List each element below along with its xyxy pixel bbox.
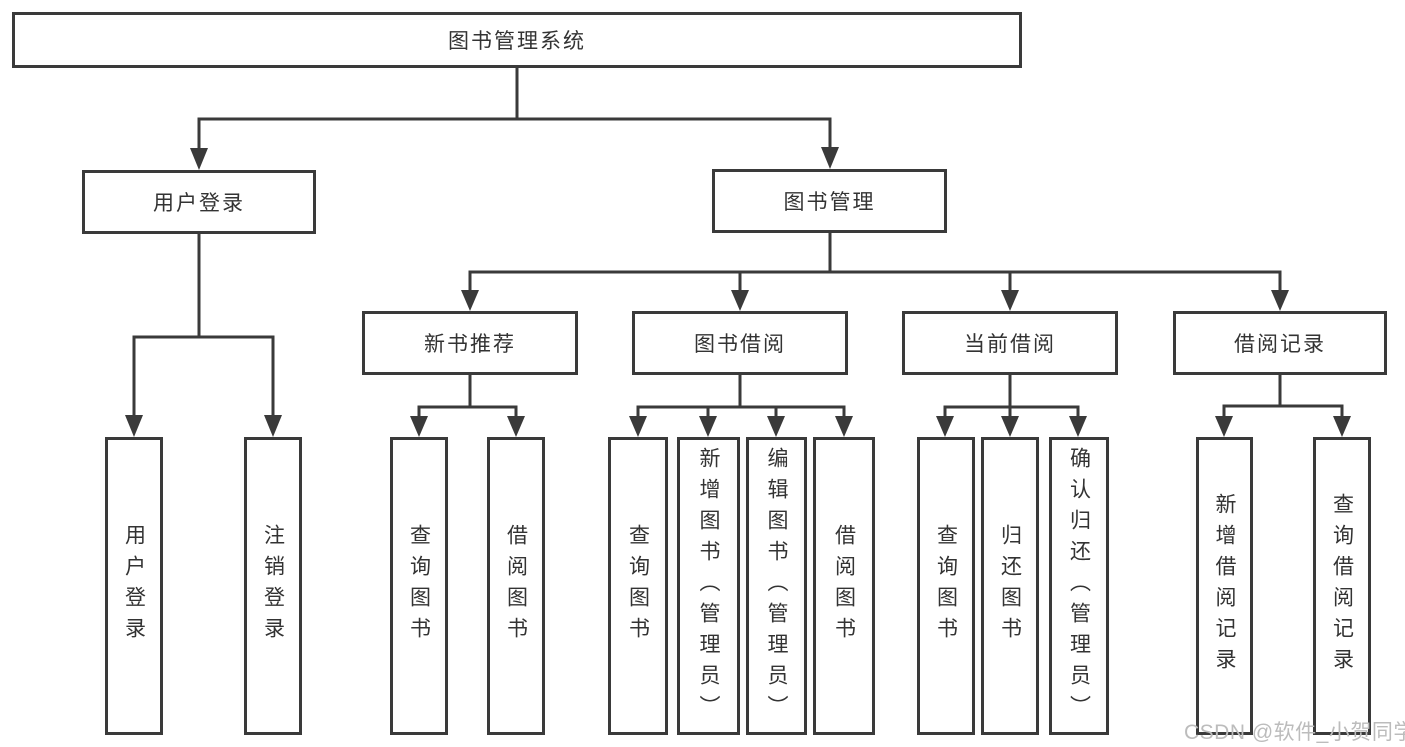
- node-library-system: 图书管理系统: [12, 12, 1022, 68]
- node-leaf-confirm-return-admin: 确认归还（管理员）: [1049, 437, 1109, 735]
- node-leaf-user-login: 用户登录: [105, 437, 163, 735]
- node-leaf-borrow-books: 借阅图书: [813, 437, 875, 735]
- node-leaf-add-books-admin-label: 新增图书（管理员）: [697, 446, 720, 726]
- node-leaf-query-books-current-label: 查询图书: [934, 524, 958, 648]
- node-library-system-label: 图书管理系统: [448, 30, 586, 53]
- node-leaf-query-borrow-record-label: 查询借阅记录: [1330, 493, 1354, 679]
- node-leaf-add-books-admin: 新增图书（管理员）: [677, 437, 740, 735]
- node-new-book-recommend: 新书推荐: [362, 311, 578, 375]
- node-current-borrowing: 当前借阅: [902, 311, 1118, 375]
- node-leaf-query-books-recommend-label: 查询图书: [407, 524, 431, 648]
- node-leaf-query-books-borrowing-label: 查询图书: [626, 524, 650, 648]
- node-leaf-edit-books-admin-label: 编辑图书（管理员）: [765, 446, 788, 726]
- node-leaf-query-books-borrowing: 查询图书: [608, 437, 668, 735]
- node-user-login: 用户登录: [82, 170, 316, 234]
- node-book-management-label: 图书管理: [783, 191, 876, 214]
- node-borrowing-records-label: 借阅记录: [1234, 333, 1326, 356]
- node-current-borrowing-label: 当前借阅: [964, 333, 1056, 356]
- watermark-text: CSDN @软件_小贺同学: [1184, 721, 1405, 744]
- node-book-management: 图书管理: [712, 169, 947, 233]
- node-leaf-logout: 注销登录: [244, 437, 302, 735]
- node-borrowing-records: 借阅记录: [1173, 311, 1387, 375]
- node-leaf-edit-books-admin: 编辑图书（管理员）: [746, 437, 807, 735]
- node-leaf-confirm-return-admin-label: 确认归还（管理员）: [1067, 446, 1091, 726]
- node-new-book-recommend-label: 新书推荐: [424, 333, 516, 356]
- node-leaf-borrow-books-label: 借阅图书: [832, 524, 856, 648]
- node-leaf-user-login-label: 用户登录: [122, 524, 146, 648]
- node-leaf-query-books-current: 查询图书: [917, 437, 975, 735]
- node-book-borrowing-label: 图书借阅: [694, 333, 786, 356]
- node-leaf-add-borrow-record: 新增借阅记录: [1196, 437, 1253, 735]
- node-leaf-query-borrow-record: 查询借阅记录: [1313, 437, 1371, 735]
- node-leaf-borrow-books-recommend: 借阅图书: [487, 437, 545, 735]
- node-book-borrowing: 图书借阅: [632, 311, 848, 375]
- node-leaf-return-books: 归还图书: [981, 437, 1039, 735]
- node-leaf-add-borrow-record-label: 新增借阅记录: [1213, 493, 1236, 679]
- node-leaf-return-books-label: 归还图书: [998, 524, 1022, 648]
- node-leaf-borrow-books-recommend-label: 借阅图书: [504, 524, 528, 648]
- node-leaf-logout-label: 注销登录: [261, 524, 285, 648]
- node-user-login-label: 用户登录: [153, 192, 245, 215]
- node-leaf-query-books-recommend: 查询图书: [390, 437, 448, 735]
